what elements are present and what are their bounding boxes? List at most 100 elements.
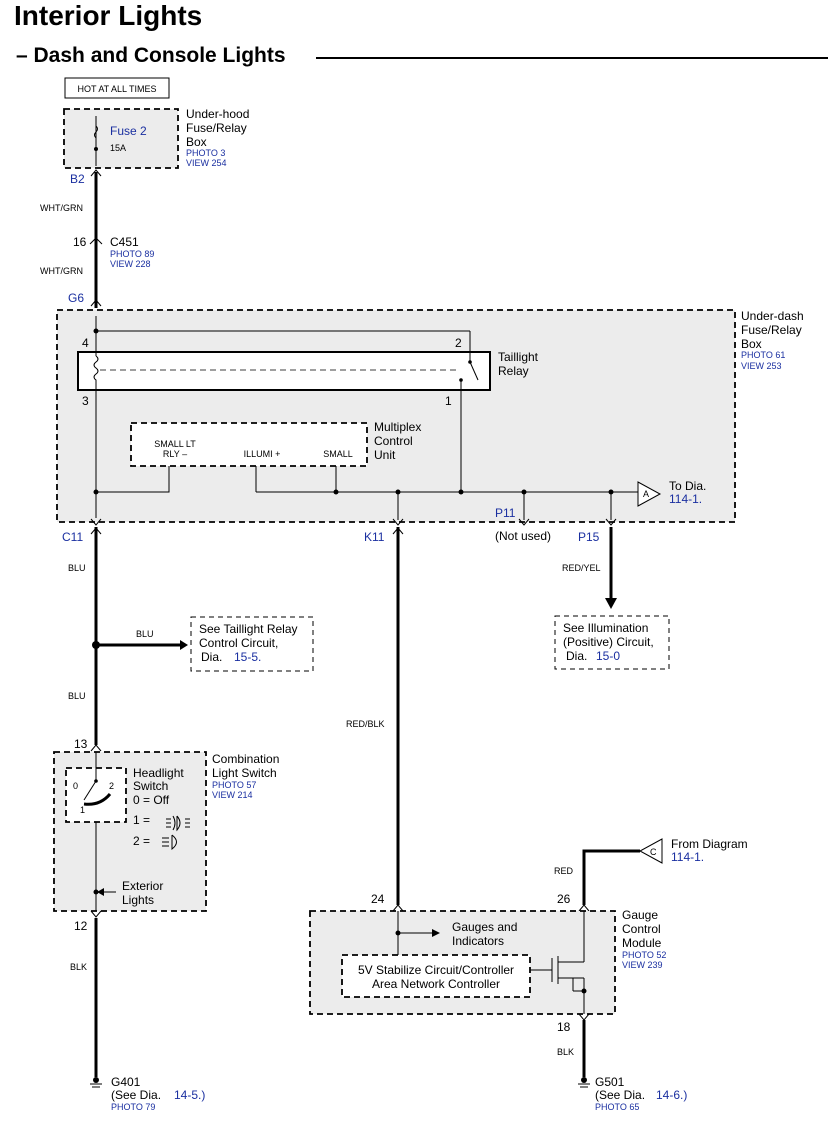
svg-text:Headlight: Headlight [133, 766, 184, 780]
illumination-circuit-note[interactable]: See Illumination (Positive) Circuit, Dia… [554, 615, 670, 670]
svg-text:PHOTO 65: PHOTO 65 [595, 1102, 639, 1112]
svg-text:Area Network Controller: Area Network Controller [372, 977, 500, 991]
multiplex-control-unit: SMALL LT RLY – ILLUMI + SMALL Multiplex … [130, 420, 421, 467]
svg-text:(Positive) Circuit,: (Positive) Circuit, [563, 635, 654, 649]
hot-at-all-times-label: HOT AT ALL TIMES [64, 77, 170, 99]
ground-g401: G401 (See Dia. 14-5.) PHOTO 79 [90, 1075, 205, 1112]
svg-text:VIEW 254: VIEW 254 [186, 158, 227, 168]
svg-text:24: 24 [371, 892, 385, 906]
ground-g501: G501 (See Dia. 14-6.) PHOTO 65 [578, 1075, 687, 1112]
svg-text:See Taillight Relay: See Taillight Relay [199, 622, 298, 636]
svg-text:See Illumination: See Illumination [563, 621, 648, 635]
svg-text:Unit: Unit [374, 448, 396, 462]
svg-text:114-1.: 114-1. [669, 492, 702, 506]
svg-text:PHOTO 3: PHOTO 3 [186, 148, 225, 158]
svg-text:2: 2 [109, 781, 114, 791]
svg-text:1 =: 1 = [133, 813, 150, 827]
svg-text:Taillight: Taillight [498, 350, 539, 364]
svg-text:WHT/GRN: WHT/GRN [40, 266, 83, 276]
svg-text:PHOTO 79: PHOTO 79 [111, 1102, 155, 1112]
svg-text:14-6.): 14-6.) [656, 1088, 687, 1102]
svg-text:RED/BLK: RED/BLK [346, 719, 385, 729]
from-diagram-c-connector[interactable]: C From Diagram 114-1. [638, 837, 748, 864]
svg-text:Box: Box [741, 337, 762, 351]
svg-text:Multiplex: Multiplex [374, 420, 421, 434]
svg-text:RED/YEL: RED/YEL [562, 563, 601, 573]
svg-text:Dia.: Dia. [566, 649, 587, 663]
svg-text:15A: 15A [110, 143, 126, 153]
fuse-label: Fuse 2 [110, 124, 147, 138]
wire-color-wht-grn: WHT/GRN [40, 203, 83, 213]
svg-text:15-0: 15-0 [596, 649, 620, 663]
svg-text:Control: Control [374, 434, 413, 448]
svg-text:0 = Off: 0 = Off [133, 793, 170, 807]
page-title: Interior Lights [14, 0, 203, 31]
svg-text:Control: Control [622, 922, 661, 936]
svg-text:SMALL: SMALL [323, 449, 353, 459]
gauge-control-module: 24 26 Gauge Control Module PHOTO 52 VIEW… [309, 892, 666, 1015]
svg-text:PHOTO 57: PHOTO 57 [212, 780, 256, 790]
svg-text:Exterior: Exterior [122, 879, 163, 893]
svg-text:26: 26 [557, 892, 571, 906]
svg-text:VIEW 253: VIEW 253 [741, 361, 782, 371]
svg-text:To Dia.: To Dia. [669, 479, 706, 493]
svg-text:18: 18 [557, 1020, 571, 1034]
svg-text:0: 0 [73, 781, 78, 791]
terminal-g6: G6 [68, 291, 84, 305]
svg-text:PHOTO 61: PHOTO 61 [741, 350, 785, 360]
svg-text:Gauge: Gauge [622, 908, 658, 922]
underdash-fuse-relay-box: Under-dash Fuse/Relay Box PHOTO 61 VIEW … [56, 309, 804, 523]
svg-text:HOT AT ALL TIMES: HOT AT ALL TIMES [77, 84, 156, 94]
svg-text:BLU: BLU [136, 629, 154, 639]
svg-text:BLU: BLU [68, 563, 86, 573]
svg-text:16: 16 [73, 235, 87, 249]
svg-text:BLK: BLK [557, 1047, 574, 1057]
svg-text:Under-dash: Under-dash [741, 309, 804, 323]
headlight-icon [162, 834, 177, 851]
svg-text:14-5.): 14-5.) [174, 1088, 205, 1102]
svg-text:114-1.: 114-1. [671, 850, 704, 864]
svg-text:(Not used): (Not used) [495, 529, 551, 543]
svg-text:Control Circuit,: Control Circuit, [199, 636, 278, 650]
taillight-relay: 4 2 3 1 Taillight Relay [77, 336, 539, 408]
svg-text:C: C [650, 847, 657, 857]
terminal-p15: P15 [578, 530, 600, 544]
terminal-k11: K11 [364, 530, 385, 544]
svg-text:Indicators: Indicators [452, 934, 504, 948]
svg-text:G501: G501 [595, 1075, 625, 1089]
terminal-p11: P11 [495, 506, 516, 520]
svg-text:G401: G401 [111, 1075, 141, 1089]
svg-text:PHOTO 52: PHOTO 52 [622, 950, 666, 960]
svg-text:BLK: BLK [70, 962, 87, 972]
terminal-c11: C11 [62, 530, 83, 544]
svg-text:1: 1 [445, 394, 452, 408]
underhood-fuse-relay-box: Fuse 2 15A Under-hood Fuse/Relay Box PHO… [63, 107, 249, 186]
svg-text:From Diagram: From Diagram [671, 837, 748, 851]
svg-text:15-5.: 15-5. [234, 650, 261, 664]
svg-text:2: 2 [455, 336, 462, 350]
svg-text:RED: RED [554, 866, 574, 876]
taillight-relay-control-note[interactable]: See Taillight Relay Control Circuit, Dia… [190, 616, 314, 672]
to-diagram-a-connector[interactable]: A To Dia. 114-1. [637, 479, 706, 507]
svg-text:(See Dia.: (See Dia. [595, 1088, 645, 1102]
svg-text:Box: Box [186, 135, 207, 149]
svg-text:Module: Module [622, 936, 662, 950]
svg-text:VIEW 228: VIEW 228 [110, 259, 151, 269]
svg-text:ILLUMI +: ILLUMI + [244, 449, 281, 459]
svg-text:(See Dia.: (See Dia. [111, 1088, 161, 1102]
svg-text:3: 3 [82, 394, 89, 408]
svg-text:A: A [643, 489, 649, 499]
svg-text:5V Stabilize Circuit/Controlle: 5V Stabilize Circuit/Controller [358, 963, 514, 977]
svg-text:13: 13 [74, 737, 88, 751]
svg-text:4: 4 [82, 336, 89, 350]
svg-text:VIEW 239: VIEW 239 [622, 960, 663, 970]
svg-text:12: 12 [74, 919, 88, 933]
svg-text:RLY –: RLY – [163, 449, 187, 459]
terminal-b2: B2 [70, 172, 85, 186]
connector-c451: C451 [110, 235, 139, 249]
svg-text:Relay: Relay [498, 364, 529, 378]
svg-text:BLU: BLU [68, 691, 86, 701]
svg-text:VIEW 214: VIEW 214 [212, 790, 253, 800]
svg-text:Switch: Switch [133, 779, 168, 793]
